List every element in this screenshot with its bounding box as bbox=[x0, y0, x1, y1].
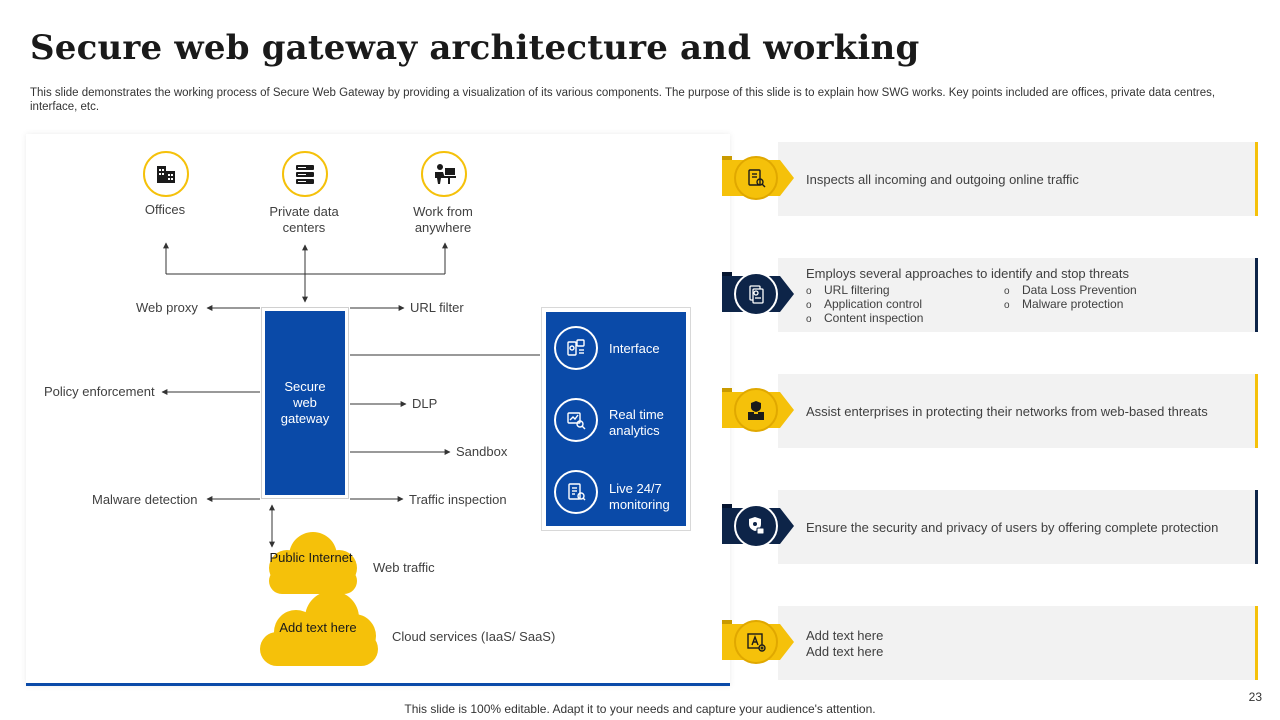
point-card bbox=[778, 374, 1258, 448]
office-building-icon bbox=[143, 151, 189, 197]
server-rack-icon bbox=[282, 151, 328, 197]
interface-devices-icon bbox=[554, 326, 598, 370]
page-number: 23 bbox=[1248, 690, 1262, 704]
point-row-5: Add text here Add text here bbox=[720, 606, 1260, 680]
label-web-proxy: Web proxy bbox=[136, 300, 198, 315]
bullet-item: Application control bbox=[806, 297, 922, 313]
point-text: Assist enterprises in protecting their n… bbox=[806, 404, 1208, 419]
label-dlp: DLP bbox=[412, 396, 438, 411]
point-text-line-1: Add text here bbox=[806, 628, 884, 643]
label-policy-enforcement: Policy enforcement bbox=[44, 384, 155, 399]
shield-lock-icon bbox=[734, 504, 778, 548]
monitoring-checklist-icon bbox=[554, 470, 598, 514]
services-panel: Interface Real time analytics Live 24/7 … bbox=[542, 308, 690, 530]
point-row-1: Inspects all incoming and outgoing onlin… bbox=[720, 142, 1260, 216]
point-row-3: Assist enterprises in protecting their n… bbox=[720, 374, 1260, 448]
footer-note: This slide is 100% editable. Adapt it to… bbox=[404, 702, 876, 716]
cloud-add-text-text: Add text here bbox=[279, 620, 357, 635]
node-label-private-data-centers: Private data centers bbox=[269, 204, 339, 235]
page-title: Secure web gateway architecture and work… bbox=[30, 28, 920, 68]
node-label-offices: Offices bbox=[144, 202, 186, 217]
label-web-traffic: Web traffic bbox=[373, 560, 435, 575]
remote-worker-icon bbox=[421, 151, 467, 197]
cloud-add-text: Add text here bbox=[250, 590, 386, 668]
documents-badge-icon bbox=[734, 272, 778, 316]
point-card bbox=[778, 490, 1258, 564]
cloud-public-internet: Public Internet bbox=[253, 530, 369, 596]
point-row-2: Employs several approaches to identify a… bbox=[720, 258, 1260, 332]
text-edit-icon bbox=[734, 620, 778, 664]
secure-web-gateway-label: Secure web gateway bbox=[280, 379, 330, 426]
point-text: Inspects all incoming and outgoing onlin… bbox=[806, 172, 1079, 187]
label-sandbox: Sandbox bbox=[456, 444, 508, 459]
label-cloud-services: Cloud services (IaaS/ SaaS) bbox=[392, 629, 556, 644]
cloud-public-internet-text: Public Internet bbox=[269, 550, 353, 565]
bullet-item: Data Loss Prevention bbox=[1004, 283, 1137, 299]
bullet-item: Content inspection bbox=[806, 311, 923, 327]
node-label-work-from-anywhere: Work from anywhere bbox=[413, 204, 473, 235]
bullet-item: URL filtering bbox=[806, 283, 890, 299]
secure-web-gateway-box: Secure web gateway bbox=[262, 308, 348, 498]
page-subtitle: This slide demonstrates the working proc… bbox=[30, 87, 1216, 113]
label-url-filter: URL filter bbox=[410, 300, 464, 315]
point-card bbox=[778, 142, 1258, 216]
panel-item-real-time-analytics: Real time analytics bbox=[609, 407, 664, 438]
panel-item-live-monitoring: Live 24/7 monitoring bbox=[609, 481, 670, 512]
inspection-report-icon bbox=[734, 156, 778, 200]
analytics-magnifier-icon bbox=[554, 398, 598, 442]
point-text-line-2: Add text here bbox=[806, 644, 884, 659]
panel-item-interface: Interface bbox=[609, 341, 660, 356]
point-row-4: Ensure the security and privacy of users… bbox=[720, 490, 1260, 564]
point-card bbox=[778, 606, 1258, 680]
label-malware-detection: Malware detection bbox=[92, 492, 198, 507]
label-traffic-inspection: Traffic inspection bbox=[409, 492, 507, 507]
point-text: Ensure the security and privacy of users… bbox=[806, 520, 1219, 535]
bullet-item: Malware protection bbox=[1004, 297, 1123, 313]
enterprise-shield-icon bbox=[734, 388, 778, 432]
point-text: Employs several approaches to identify a… bbox=[806, 266, 1130, 281]
